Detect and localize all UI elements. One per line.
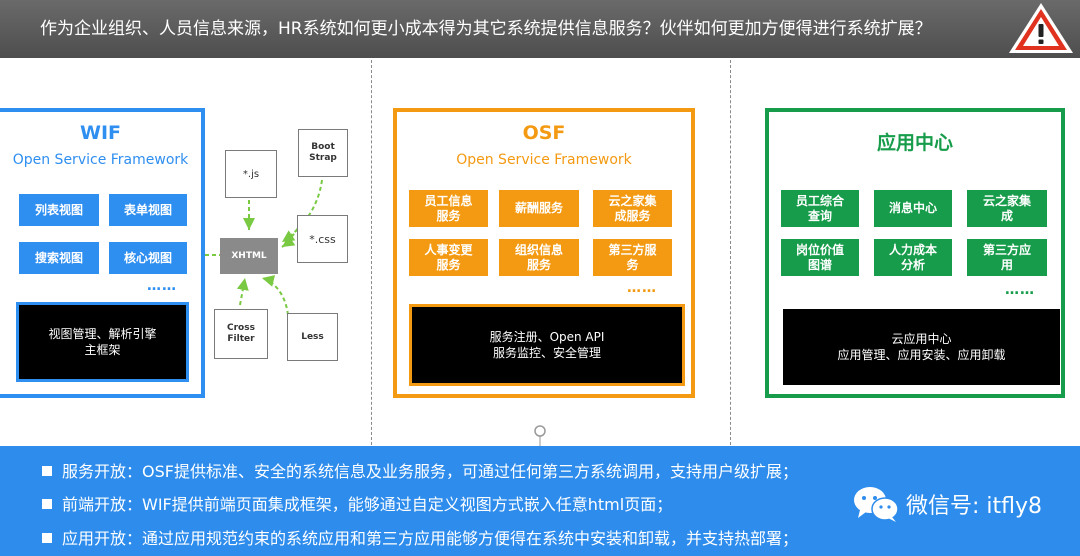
app-tile-third-party-l1: 第三方应 xyxy=(982,242,1031,257)
osf-tile-payroll: 薪酬服务 xyxy=(499,190,579,227)
xhtml-label: XHTML xyxy=(231,250,267,261)
app-tile-yunzhijia: 云之家集成 xyxy=(967,190,1047,227)
app-core-box: 云应用中心 应用管理、应用安装、应用卸载 xyxy=(783,309,1060,385)
osf-tile-org-info: 组织信息服务 xyxy=(499,239,579,276)
osf-core-line-1: 服务注册、Open API xyxy=(489,330,605,344)
wif-core-line-1: 视图管理、解析引擎 xyxy=(48,327,157,341)
cross-filter-label-2: Filter xyxy=(227,334,255,344)
app-tile-job-value: 岗位价值图谱 xyxy=(781,239,859,276)
app-more-dots: …… xyxy=(1005,282,1035,298)
osf-tile-payroll-l1: 薪酬服务 xyxy=(514,201,563,215)
osf-tile-yunzhijia-l1: 云之家集 xyxy=(608,193,657,208)
app-center-panel: 应用中心 员工综合查询 消息中心 云之家集成 岗位价值图谱 人力成本分析 第三方… xyxy=(765,108,1065,398)
app-tile-message-center-l1: 消息中心 xyxy=(888,201,937,215)
app-tile-employee-query-l1: 员工综合 xyxy=(795,193,844,208)
osf-tile-yunzhijia: 云之家集成服务 xyxy=(593,190,672,227)
osf-more-dots: …… xyxy=(627,280,657,296)
bullet-square-icon xyxy=(42,499,52,509)
app-tile-third-party-l2: 用 xyxy=(1000,257,1013,272)
app-core-line-1: 云应用中心 xyxy=(891,332,952,346)
app-tile-job-value-l1: 岗位价值 xyxy=(795,242,844,257)
osf-tile-yunzhijia-l2: 成服务 xyxy=(614,208,651,223)
osf-core-line-2: 服务监控、安全管理 xyxy=(492,346,601,360)
bullet-square-icon xyxy=(42,466,52,476)
wif-connector-arrows xyxy=(205,179,323,316)
banner-line-frontend-text: 前端开放：WIF提供前端页面集成框架，能够通过自定义视图方式嵌入任意html页面… xyxy=(62,495,673,514)
osf-tile-employee-info-l2: 服务 xyxy=(436,208,461,223)
cross-filter-box: Cross Filter xyxy=(214,309,268,359)
app-tile-message-center: 消息中心 xyxy=(874,190,952,227)
less-label: Less xyxy=(301,331,324,342)
header-question: 作为企业组织、人员信息来源，HR系统如何更小成本得为其它系统提供信息服务？伙伴如… xyxy=(40,19,932,39)
wechat-watermark: 微信号: itfly8 xyxy=(852,485,1042,523)
osf-core-box: 服务注册、Open API 服务监控、安全管理 xyxy=(409,304,685,386)
banner-line-frontend: 前端开放：WIF提供前端页面集成框架，能够通过自定义视图方式嵌入任意html页面… xyxy=(42,491,672,515)
app-tile-hr-cost-l2: 分析 xyxy=(900,257,925,272)
bullet-square-icon xyxy=(42,533,52,543)
less-box: Less xyxy=(287,313,338,361)
css-label: *.css xyxy=(309,232,336,246)
app-core-line-2: 应用管理、应用安装、应用卸载 xyxy=(837,348,1006,362)
wif-tile-form-view: 表单视图 xyxy=(109,194,187,226)
app-tile-hr-cost-l1: 人力成本 xyxy=(888,242,937,257)
wechat-icon xyxy=(853,487,899,522)
column-divider-left xyxy=(371,60,372,445)
warning-triangle-icon xyxy=(1009,3,1073,53)
wif-panel: WIF Open Service Framework 列表视图 表单视图 搜索视… xyxy=(0,108,205,398)
xhtml-box: XHTML xyxy=(220,238,278,274)
rotate-handle-icon xyxy=(534,425,546,446)
osf-tile-personnel-change: 人事变更服务 xyxy=(409,239,488,276)
osf-tile-employee-info: 员工信息服务 xyxy=(409,190,488,227)
osf-title: OSF xyxy=(522,122,566,144)
bottom-banner: 服务开放：OSF提供标准、安全的系统信息及业务服务，可通过任何第三方系统调用，支… xyxy=(0,446,1080,556)
wif-subtitle: Open Service Framework xyxy=(12,152,189,168)
app-tile-third-party: 第三方应用 xyxy=(967,239,1047,276)
app-tile-employee-query: 员工综合查询 xyxy=(781,190,859,227)
wif-tile-list-view: 列表视图 xyxy=(19,194,99,226)
css-box: *.css xyxy=(297,215,348,263)
app-tile-yunzhijia-l1: 云之家集 xyxy=(982,193,1031,208)
osf-tile-third-party: 第三方服务 xyxy=(593,239,672,276)
header-bar: 作为企业组织、人员信息来源，HR系统如何更小成本得为其它系统提供信息服务？伙伴如… xyxy=(0,0,1080,58)
app-tile-yunzhijia-l2: 成 xyxy=(1000,208,1013,223)
wif-tile-core-view: 核心视图 xyxy=(109,242,187,274)
bootstrap-box: Boot Strap xyxy=(298,129,348,177)
app-center-title: 应用中心 xyxy=(876,132,953,154)
app-tile-job-value-l2: 图谱 xyxy=(807,257,832,272)
js-label: *.js xyxy=(242,168,260,180)
wif-title: WIF xyxy=(79,122,121,144)
column-divider-right xyxy=(730,60,731,445)
banner-line-app-text: 应用开放：通过应用规范约束的系统应用和第三方应用能够方便得在系统中安装和卸载，并… xyxy=(62,529,799,548)
osf-panel: OSF Open Service Framework 员工信息服务 薪酬服务 云… xyxy=(393,108,695,398)
osf-tile-third-party-l2: 务 xyxy=(626,257,639,272)
banner-line-app: 应用开放：通过应用规范约束的系统应用和第三方应用能够方便得在系统中安装和卸载，并… xyxy=(42,525,798,549)
osf-tile-personnel-change-l2: 服务 xyxy=(436,257,461,272)
bootstrap-label-2: Strap xyxy=(309,153,337,163)
osf-tile-employee-info-l1: 员工信息 xyxy=(424,193,473,208)
osf-tile-third-party-l1: 第三方服 xyxy=(608,242,657,257)
wechat-id-text: 微信号: itfly8 xyxy=(905,494,1042,519)
wif-core-box: 视图管理、解析引擎 主框架 xyxy=(16,302,189,382)
osf-tile-org-info-l1: 组织信息 xyxy=(514,242,563,257)
app-tile-employee-query-l2: 查询 xyxy=(807,208,832,223)
osf-tile-personnel-change-l1: 人事变更 xyxy=(424,242,473,257)
wif-more-dots: …… xyxy=(147,278,177,294)
app-tile-hr-cost: 人力成本分析 xyxy=(874,239,952,276)
osf-subtitle: Open Service Framework xyxy=(456,152,632,168)
bootstrap-label-1: Boot xyxy=(311,142,335,152)
osf-tile-org-info-l2: 服务 xyxy=(526,257,551,272)
wif-core-line-2: 主框架 xyxy=(84,343,121,357)
cross-filter-label-1: Cross xyxy=(227,323,255,333)
banner-line-service-text: 服务开放：OSF提供标准、安全的系统信息及业务服务，可通过任何第三方系统调用，支… xyxy=(62,462,798,481)
js-box: *.js xyxy=(225,150,277,198)
banner-line-service: 服务开放：OSF提供标准、安全的系统信息及业务服务，可通过任何第三方系统调用，支… xyxy=(42,458,798,482)
wif-tile-search-view: 搜索视图 xyxy=(19,242,99,274)
